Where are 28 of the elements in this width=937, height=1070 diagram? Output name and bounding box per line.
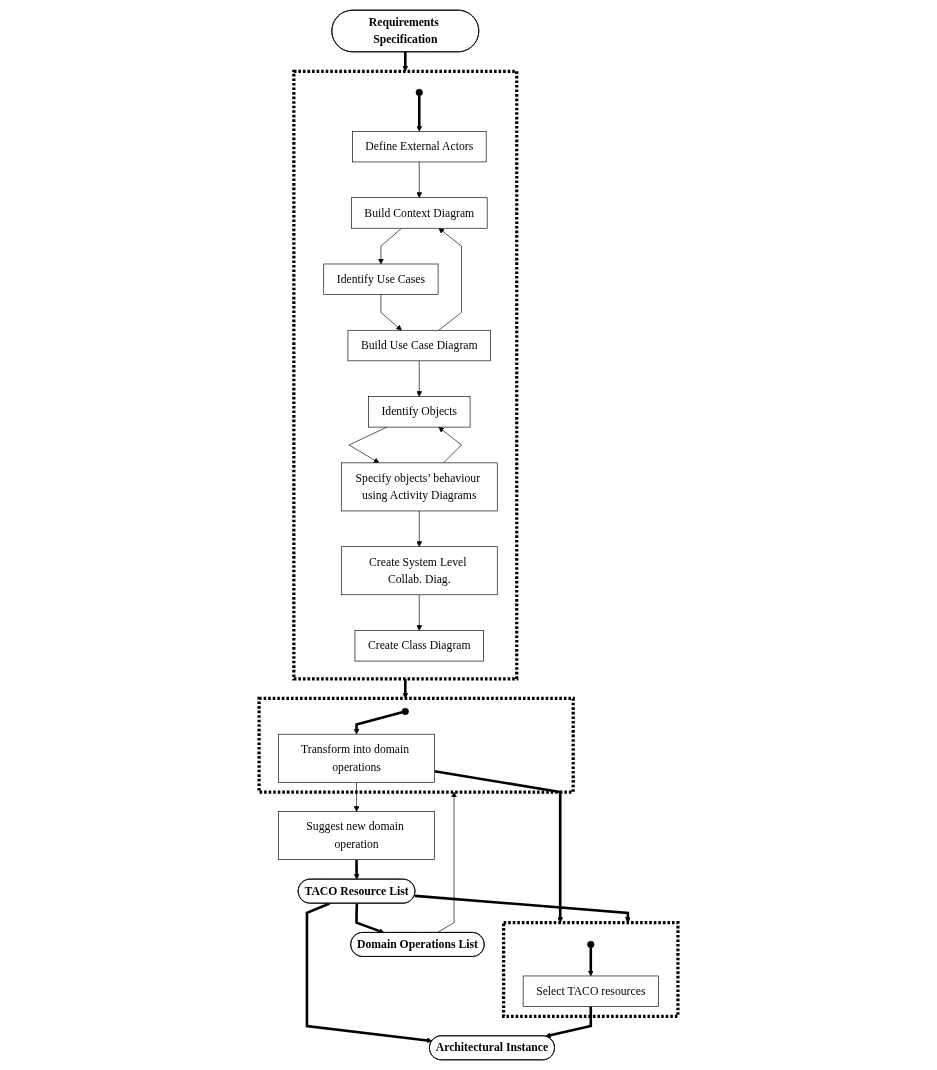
arrow [402, 51, 409, 72]
arrow [305, 902, 433, 1044]
arrow [545, 1006, 593, 1038]
node-box: Create System Level Collab. Diag. [340, 546, 498, 596]
node-box: Select TACO resources [522, 975, 659, 1007]
arrow [353, 859, 360, 880]
node-box: Specify objects’ behaviour using Activity Diagrams [340, 462, 498, 512]
node-box: Define External Actors [352, 131, 487, 163]
node-box: Identify Objects [368, 396, 471, 428]
arrow [416, 95, 423, 132]
node-box: Create Class Diagram [354, 630, 484, 662]
node-circle [587, 940, 595, 948]
node-box: Suggest new domain operation [278, 811, 435, 860]
arrow [414, 894, 631, 923]
node-box: Build Context Diagram [351, 197, 488, 229]
cluster [502, 921, 680, 1018]
arrow [434, 769, 564, 923]
arrow [355, 903, 385, 934]
arrow [353, 711, 403, 735]
node-box: Build Use Case Diagram [347, 329, 491, 362]
node-circle [401, 707, 409, 716]
cluster [292, 69, 519, 681]
node-circle [415, 88, 423, 96]
cluster [257, 696, 575, 794]
arrow [402, 678, 409, 699]
node-box: Transform into domain operations [278, 733, 435, 783]
arrow [587, 947, 594, 977]
node-box: Identify Use Cases [323, 263, 439, 295]
